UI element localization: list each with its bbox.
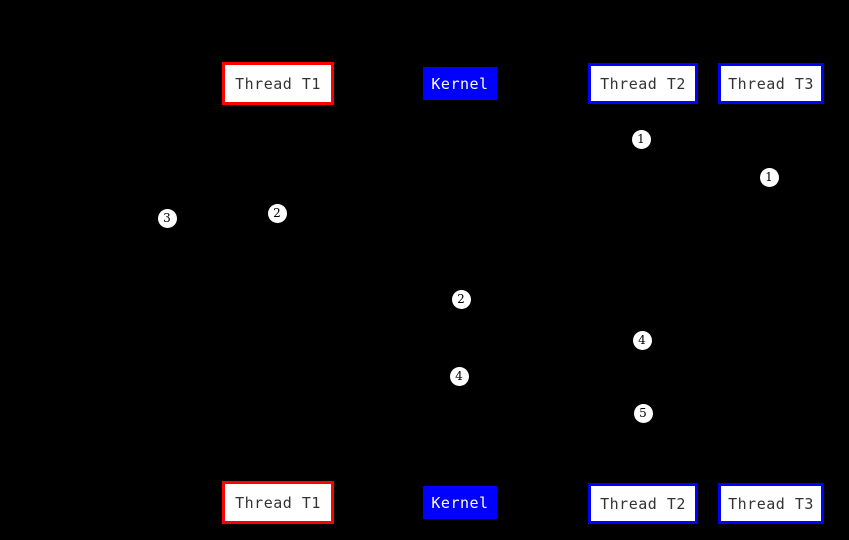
step-marker-2: 2 (267, 203, 287, 223)
step-marker-number: 4 (638, 333, 646, 347)
participant-label: Kernel (431, 74, 489, 93)
participant-label: Thread T2 (600, 74, 686, 93)
step-marker-1: 1 (631, 129, 651, 149)
step-marker-4: 4 (449, 366, 469, 386)
participant-label: Thread T1 (235, 74, 321, 93)
participant-t1[interactable]: Thread T1 (222, 62, 334, 105)
t2-lifeline (643, 104, 644, 483)
step-marker-2: 2 (451, 289, 471, 309)
participant-label: Thread T1 (235, 493, 321, 512)
kernel-lifeline-nub (459, 99, 462, 102)
participant-kernel[interactable]: Kernel (423, 67, 497, 100)
step-marker-number: 1 (637, 132, 645, 146)
t3-lifeline (771, 104, 772, 483)
participant-kernelb[interactable]: Kernel (423, 486, 497, 519)
t1-lifeline (278, 105, 279, 481)
participant-t1b[interactable]: Thread T1 (222, 481, 334, 524)
participant-t3b[interactable]: Thread T3 (718, 483, 824, 524)
step-marker-5: 5 (633, 403, 653, 423)
t1-lifeline-nub (277, 104, 280, 107)
step-marker-number: 3 (163, 211, 171, 225)
participant-label: Thread T3 (728, 494, 814, 513)
t3-lifeline-nub (770, 103, 773, 106)
participant-t2b[interactable]: Thread T2 (588, 483, 698, 524)
step-marker-number: 1 (765, 170, 773, 184)
step-marker-3: 3 (157, 208, 177, 228)
step-marker-number: 5 (639, 406, 647, 420)
step-marker-4: 4 (632, 330, 652, 350)
participant-label: Thread T3 (728, 74, 814, 93)
participant-t2[interactable]: Thread T2 (588, 63, 698, 104)
step-marker-number: 4 (455, 369, 463, 383)
step-marker-number: 2 (457, 292, 465, 306)
t2-lifeline-nub (642, 103, 645, 106)
participant-t3[interactable]: Thread T3 (718, 63, 824, 104)
step-marker-1: 1 (759, 167, 779, 187)
participant-label: Thread T2 (600, 494, 686, 513)
step-marker-number: 2 (273, 206, 281, 220)
participant-label: Kernel (431, 493, 489, 512)
